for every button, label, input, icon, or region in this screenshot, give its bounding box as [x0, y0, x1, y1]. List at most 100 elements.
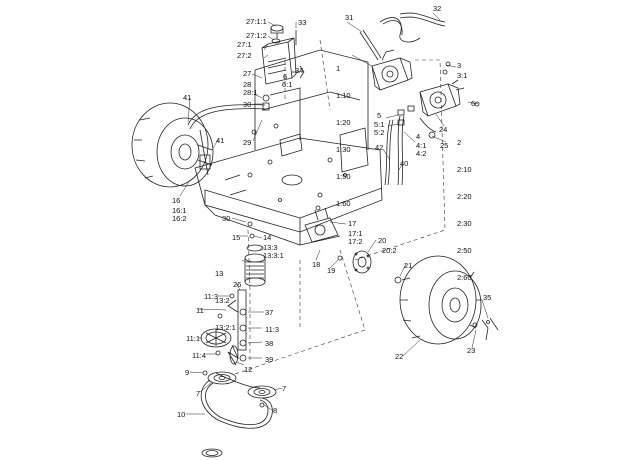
callout-37: 37 [265, 308, 274, 317]
callout-1-50: 1:50 [336, 172, 351, 181]
hardware-fasteners [251, 101, 499, 331]
callout-20-2: 20:2 [382, 246, 397, 255]
callout-41-right: 41 [216, 136, 225, 145]
drive-pulley-right-7 [247, 385, 277, 408]
callout-17-2: 17:2 [348, 237, 363, 246]
callout-2-20: 2:20 [457, 192, 472, 201]
callout-34: 34 [295, 66, 304, 75]
dashed-leader-lines [231, 39, 446, 376]
mower-frame [194, 49, 383, 246]
callout-1-60: 1:60 [336, 199, 351, 208]
wheel-hub-20 [337, 250, 402, 284]
callout-30-lower: 30 [222, 214, 231, 223]
callout-17: 17 [348, 219, 357, 228]
callout-19: 19 [327, 266, 336, 275]
callout-32: 32 [433, 4, 442, 13]
callout-7-left: 7 [196, 389, 201, 398]
callout-6-upper: 6 [283, 72, 288, 81]
hydraulic-pump-2 [419, 79, 465, 117]
callout-group-2: 2 2:10 2:20 2:30 2:50 2:60 [457, 120, 472, 291]
spring-12 [227, 344, 239, 366]
callout-28-1: 28:1 [243, 88, 258, 97]
callout-10: 10 [177, 410, 186, 419]
pump-hoses [359, 12, 451, 186]
idler-arm-assembly [215, 289, 247, 362]
callout-2: 2 [457, 138, 462, 147]
callout-40: 40 [400, 159, 409, 168]
callout-16-1: 16:1 [172, 206, 187, 215]
oil-filter [244, 221, 266, 287]
callout-7-right: 7 [282, 384, 287, 393]
hydraulic-pump-1 [371, 49, 413, 91]
callout-41-left: 41 [183, 93, 192, 102]
callout-16-2: 16:2 [172, 214, 187, 223]
callout-13-2: 13:2 [215, 296, 230, 305]
callout-33: 33 [298, 18, 307, 27]
callout-13-3: 13:3 [263, 243, 278, 252]
callout-4-2: 4:2 [416, 149, 427, 158]
callout-8: 8 [273, 406, 278, 415]
callout-3-1: 3:1 [457, 71, 468, 80]
callout-2-30: 2:30 [457, 219, 472, 228]
callout-1: 1 [336, 64, 341, 73]
callout-4: 4 [416, 132, 421, 141]
callout-2-10: 2:10 [457, 165, 472, 174]
callout-2-60: 2:60 [457, 273, 472, 282]
callout-30-upper: 30 [243, 100, 252, 109]
callout-28: 28 [243, 80, 252, 89]
callout-4-1: 4:1 [416, 141, 427, 150]
callout-18: 18 [312, 260, 321, 269]
callout-6-1: 6:1 [282, 80, 293, 89]
callout-11-4: 11:4 [192, 351, 207, 360]
callout-38: 38 [265, 339, 274, 348]
callout-2-50: 2:50 [457, 246, 472, 255]
callout-3: 3 [457, 61, 462, 70]
callout-11-3-upper: 11:3 [204, 292, 219, 301]
callout-13-2-1: 13:2:1 [215, 323, 236, 332]
drive-belt-10 [200, 372, 273, 458]
callout-11-1: 11:1 [186, 334, 201, 343]
callout-22: 22 [395, 352, 404, 361]
callout-23: 23 [467, 346, 476, 355]
callout-27-1: 27:1 [237, 40, 252, 49]
right-front-tire [399, 255, 489, 345]
callout-29: 29 [243, 138, 252, 147]
callout-24: 24 [439, 125, 448, 134]
callout-25: 25 [440, 141, 449, 150]
drive-pulley-left-7 [202, 370, 237, 385]
callout-13-3-1: 13:3:1 [263, 251, 284, 260]
callout-31: 31 [345, 13, 354, 22]
hydraulic-reservoir [261, 24, 305, 111]
callout-27-1-2: 27:1:2 [246, 31, 267, 40]
fittings-5 [397, 105, 415, 126]
left-rear-tire [131, 102, 214, 188]
callout-1-10: 1:10 [336, 91, 351, 100]
callout-26: 26 [233, 280, 242, 289]
callout-9: 9 [185, 368, 190, 377]
callout-27-2: 27:2 [237, 51, 252, 60]
callout-group-13: 13 13:2 13:2:1 [215, 251, 236, 341]
callout-17-1: 17:1 [348, 229, 363, 238]
callout-11-3-lower: 11:3 [265, 325, 280, 334]
callout-leader-lines [179, 12, 489, 415]
callout-5-2: 5:2 [374, 128, 385, 137]
callout-35: 35 [483, 293, 492, 302]
callout-5: 5 [377, 111, 382, 120]
callout-1-30: 1:30 [336, 145, 351, 154]
callout-6-right: 6 [471, 99, 476, 108]
callout-15: 15 [232, 233, 241, 242]
callout-13: 13 [215, 269, 224, 278]
callout-27: 27 [243, 69, 252, 78]
wheel-motor-17 [304, 205, 339, 243]
callout-group-1: 1 1:10 1:20 1:30 1:50 1:60 [336, 46, 351, 217]
callout-20: 20 [378, 236, 387, 245]
callout-39: 39 [265, 355, 274, 364]
hydraulic-hose-41 [187, 104, 266, 176]
callout-12: 12 [244, 365, 253, 374]
callout-14: 14 [263, 233, 272, 242]
callout-5-1: 5:1 [374, 120, 385, 129]
callout-11: 11 [196, 306, 204, 315]
callout-27-1-1: 27:1:1 [246, 17, 267, 26]
